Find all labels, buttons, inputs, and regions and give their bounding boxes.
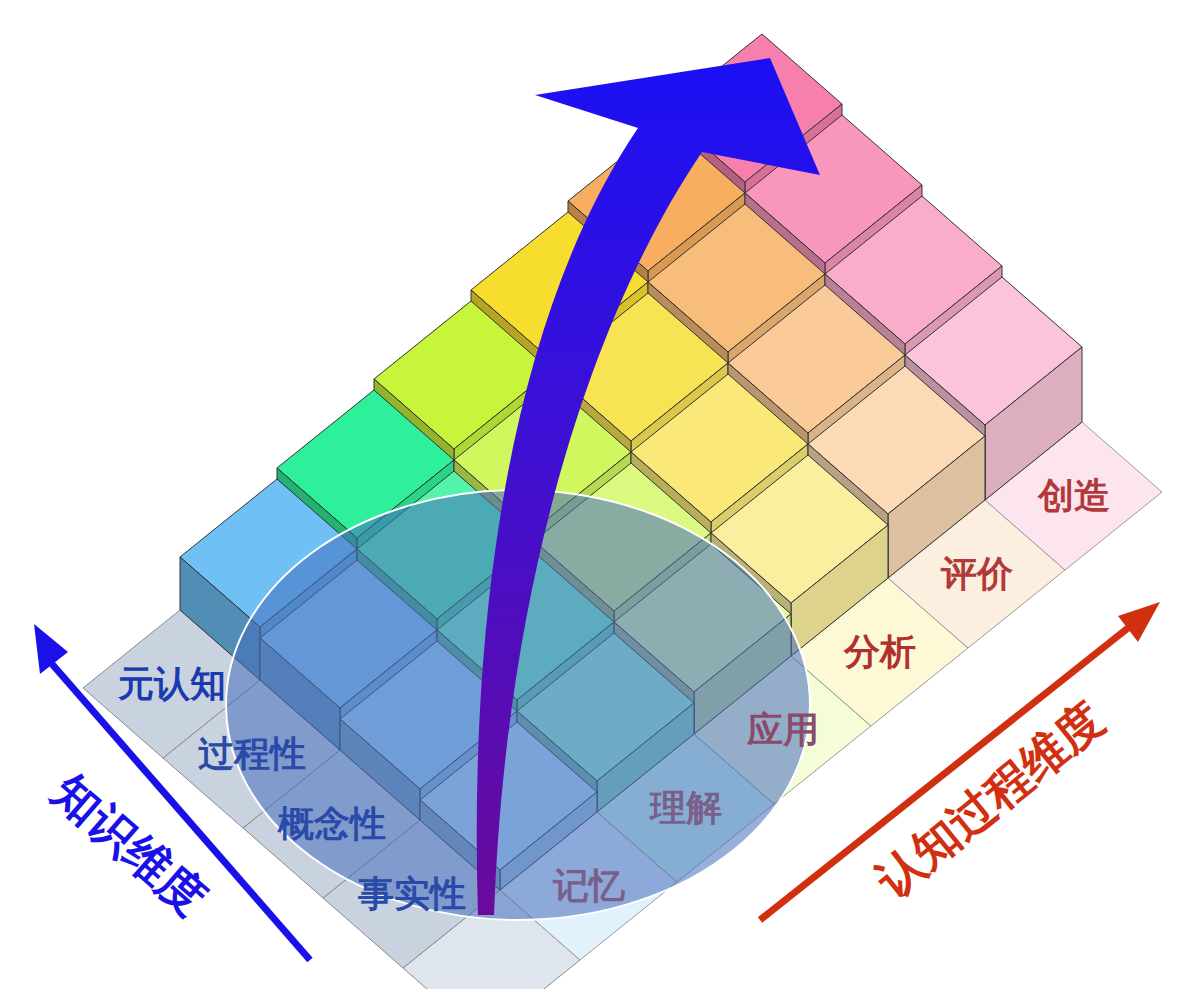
axis-title: 认知过程维度 <box>867 693 1113 906</box>
cognitive-level: 应用 <box>747 710 819 750</box>
cognitive-axis-arrow <box>760 602 1160 920</box>
cognitive-level: 理解 <box>650 788 722 828</box>
knowledge-type: 元认知 <box>118 664 226 704</box>
growth-arrow <box>477 58 820 915</box>
knowledge-type: 概念性 <box>278 804 386 844</box>
cognitive-level: 分析 <box>844 632 916 672</box>
cognitive-level: 记忆 <box>553 866 625 906</box>
knowledge-axis-arrow <box>34 624 310 960</box>
cognitive-level: 评价 <box>941 554 1013 594</box>
base-grid <box>83 422 1162 989</box>
axis-title: 知识维度 <box>44 766 216 925</box>
knowledge-type: 过程性 <box>198 734 306 774</box>
knowledge-type: 事实性 <box>358 874 466 914</box>
cognitive-level: 创造 <box>1038 476 1110 516</box>
